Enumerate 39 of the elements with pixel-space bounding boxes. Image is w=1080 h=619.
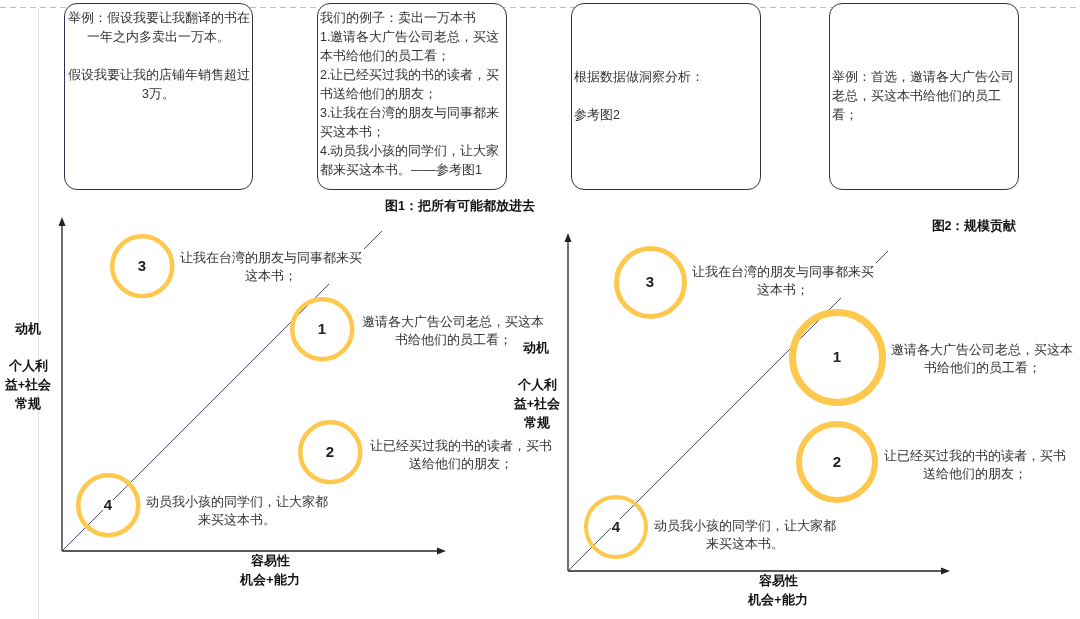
- circle-caption: 让我在台湾的朋友与同事都来买这本书；: [178, 249, 364, 284]
- note-text: 假设我要让我的店铺年销售超过3万。: [67, 67, 250, 103]
- note-box: [571, 3, 761, 190]
- numbered-circle: 3: [613, 245, 687, 319]
- numbered-circle: 1: [289, 296, 355, 362]
- note-text: 参考图2: [574, 107, 621, 124]
- note-box: [829, 3, 1019, 190]
- circle-caption: 让已经买过我的书的读者，买书送给他们的朋友；: [882, 447, 1068, 482]
- numbered-circle: 4: [584, 495, 648, 559]
- note-text: 根据数据做洞察分析：: [574, 69, 705, 86]
- axis-label: 容易性: [758, 572, 798, 590]
- numbered-circle: 1: [788, 308, 886, 406]
- note-text: 举例：假设我要让我翻译的书在一年之内多卖出一万本。: [67, 10, 250, 46]
- axis-label: 动机: [15, 321, 41, 338]
- numbered-circle: 2: [297, 419, 363, 485]
- axis-label: 容易性: [250, 552, 290, 570]
- note-text: 我们的例子：卖出一万本书: [320, 10, 477, 27]
- axis-label: 动机: [523, 340, 549, 357]
- axis-label: 个人利益+社会常规: [4, 358, 52, 413]
- note-text: 4.动员我小孩的同学们，让大家都来买这本书。——参考图1: [320, 143, 501, 179]
- note-text: 3.让我在台湾的朋友与同事都来买这本书；: [320, 105, 501, 141]
- note-text: 举例：首选，邀请各大广告公司老总，买这本书给他们的员工看；: [832, 69, 1015, 124]
- circle-caption: 动员我小孩的同学们，让大家都来买这本书。: [144, 493, 330, 528]
- note-box: [64, 3, 253, 190]
- note-text: 1.邀请各大广告公司老总，买这本书给他们的员工看；: [320, 29, 501, 65]
- numbered-circle: 3: [109, 233, 175, 299]
- axis-label: 机会+能力: [748, 592, 808, 609]
- numbered-circle: 4: [75, 472, 141, 538]
- numbered-circle: 2: [796, 421, 878, 503]
- axis-label: 机会+能力: [240, 572, 300, 589]
- note-box: [317, 3, 507, 190]
- circle-caption: 动员我小孩的同学们，让大家都来买这本书。: [652, 517, 838, 552]
- figure-title: 图2：规模贡献: [931, 218, 1017, 235]
- circle-caption: 邀请各大广告公司老总，买这本书给他们的员工看；: [889, 341, 1075, 376]
- note-text: 2.让已经买过我的书的读者，买书送给他们的朋友；: [320, 67, 501, 103]
- figure-title: 图1：把所有可能都放进去: [385, 198, 535, 215]
- circle-caption: 让我在台湾的朋友与同事都来买这本书；: [690, 263, 876, 298]
- circle-caption: 让已经买过我的书的读者，买书送给他们的朋友；: [368, 437, 554, 472]
- axis-label: 个人利益+社会常规: [513, 377, 561, 432]
